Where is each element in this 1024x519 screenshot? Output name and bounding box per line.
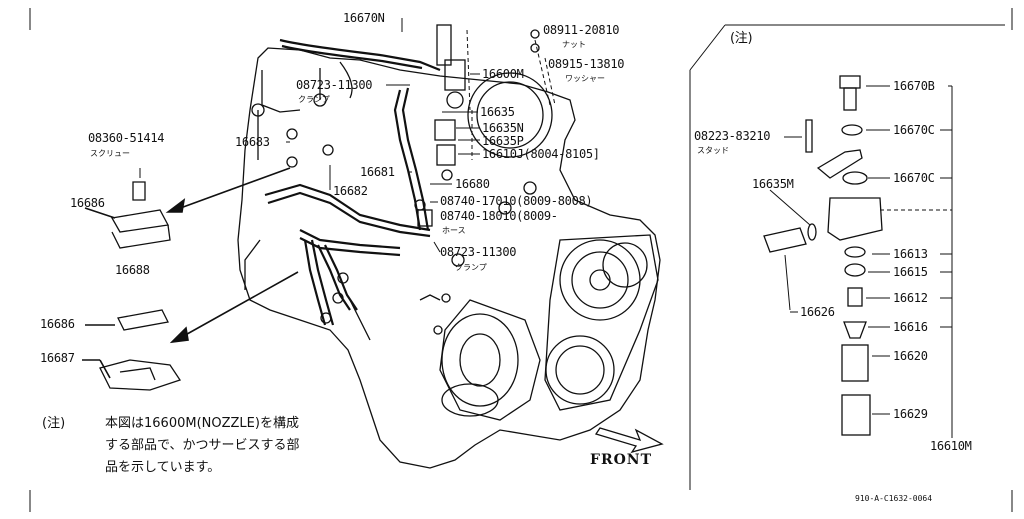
label-08360-51414: 08360-51414 bbox=[88, 131, 165, 145]
label-16626: 16626 bbox=[800, 305, 835, 319]
inset-title: (注) bbox=[730, 31, 753, 46]
arrows bbox=[82, 167, 299, 379]
label-16687: 16687 bbox=[40, 351, 75, 365]
note-line-1: 本図は16600M(NOZZLE)を構成 bbox=[105, 416, 299, 431]
label-16612: 16612 bbox=[893, 291, 928, 305]
exploded-parts bbox=[99, 181, 182, 391]
label-16635P: 16635P bbox=[482, 134, 524, 148]
label-screw: スクリュー bbox=[90, 149, 130, 158]
note-line-3: 品を示しています。 bbox=[105, 460, 221, 475]
pulleys bbox=[439, 72, 659, 421]
nozzle-cluster bbox=[286, 24, 540, 324]
label-16610M: 16610M bbox=[930, 439, 972, 453]
label-16688: 16688 bbox=[115, 263, 150, 277]
label-16670N: 16670N bbox=[343, 11, 385, 25]
label-16682: 16682 bbox=[333, 184, 368, 198]
label-washer: ワッシャー bbox=[565, 74, 605, 83]
label-08915-13810: 08915-13810 bbox=[548, 57, 625, 71]
label-16610J: 16610J(8004-8105] bbox=[482, 147, 600, 161]
label-08723-11300-top: 08723-11300 bbox=[296, 78, 373, 92]
label-nut: ナット bbox=[562, 40, 586, 49]
label-clamp-bottom: クランプ bbox=[455, 263, 487, 272]
label-16670C-bottom: 16670C bbox=[893, 171, 935, 185]
inset-frame bbox=[689, 24, 1005, 490]
label-16635M: 16635M bbox=[752, 177, 794, 191]
label-16616: 16616 bbox=[893, 320, 928, 334]
label-16683: 16683 bbox=[235, 135, 270, 149]
label-08740-18010: 08740-18010(8009- bbox=[440, 209, 558, 223]
note-prefix: (注) bbox=[42, 416, 66, 431]
label-stud: スタッド bbox=[697, 146, 729, 155]
label-16681: 16681 bbox=[360, 165, 395, 179]
front-label: FRONT bbox=[590, 452, 652, 468]
front-arrow bbox=[594, 427, 664, 454]
label-08740-17010: 08740-17010(8009-8008) bbox=[440, 194, 593, 208]
label-16600M: 16600M bbox=[482, 67, 524, 81]
label-16613: 16613 bbox=[893, 247, 928, 261]
label-16670B: 16670B bbox=[893, 79, 935, 93]
label-08911-20810: 08911-20810 bbox=[543, 23, 620, 37]
label-08723-11300-bottom: 08723-11300 bbox=[440, 245, 517, 259]
label-16615: 16615 bbox=[893, 265, 928, 279]
label-16635N: 16635N bbox=[482, 121, 524, 135]
leader-lines bbox=[139, 18, 480, 253]
engine-block bbox=[237, 47, 661, 469]
label-16620: 16620 bbox=[893, 349, 928, 363]
label-16629: 16629 bbox=[893, 407, 928, 421]
frame-marks bbox=[29, 8, 1013, 512]
label-16686-bottom: 16686 bbox=[40, 317, 75, 331]
note-line-2: する部品で、かつサービスする部 bbox=[105, 438, 300, 453]
label-16670C-top: 16670C bbox=[893, 123, 935, 137]
nozzle-exploded bbox=[763, 75, 883, 436]
inset-leaders bbox=[769, 85, 953, 438]
label-08223-83210: 08223-83210 bbox=[694, 129, 771, 143]
label-16680: 16680 bbox=[455, 177, 490, 191]
guide-lines bbox=[466, 29, 556, 160]
label-hose: ホース bbox=[442, 226, 466, 235]
label-clamp-top: クランプ bbox=[298, 95, 330, 104]
figure-code: 910-A-C1632-0064 bbox=[855, 494, 933, 503]
label-16635: 16635 bbox=[480, 105, 515, 119]
label-16686-top: 16686 bbox=[70, 196, 105, 210]
